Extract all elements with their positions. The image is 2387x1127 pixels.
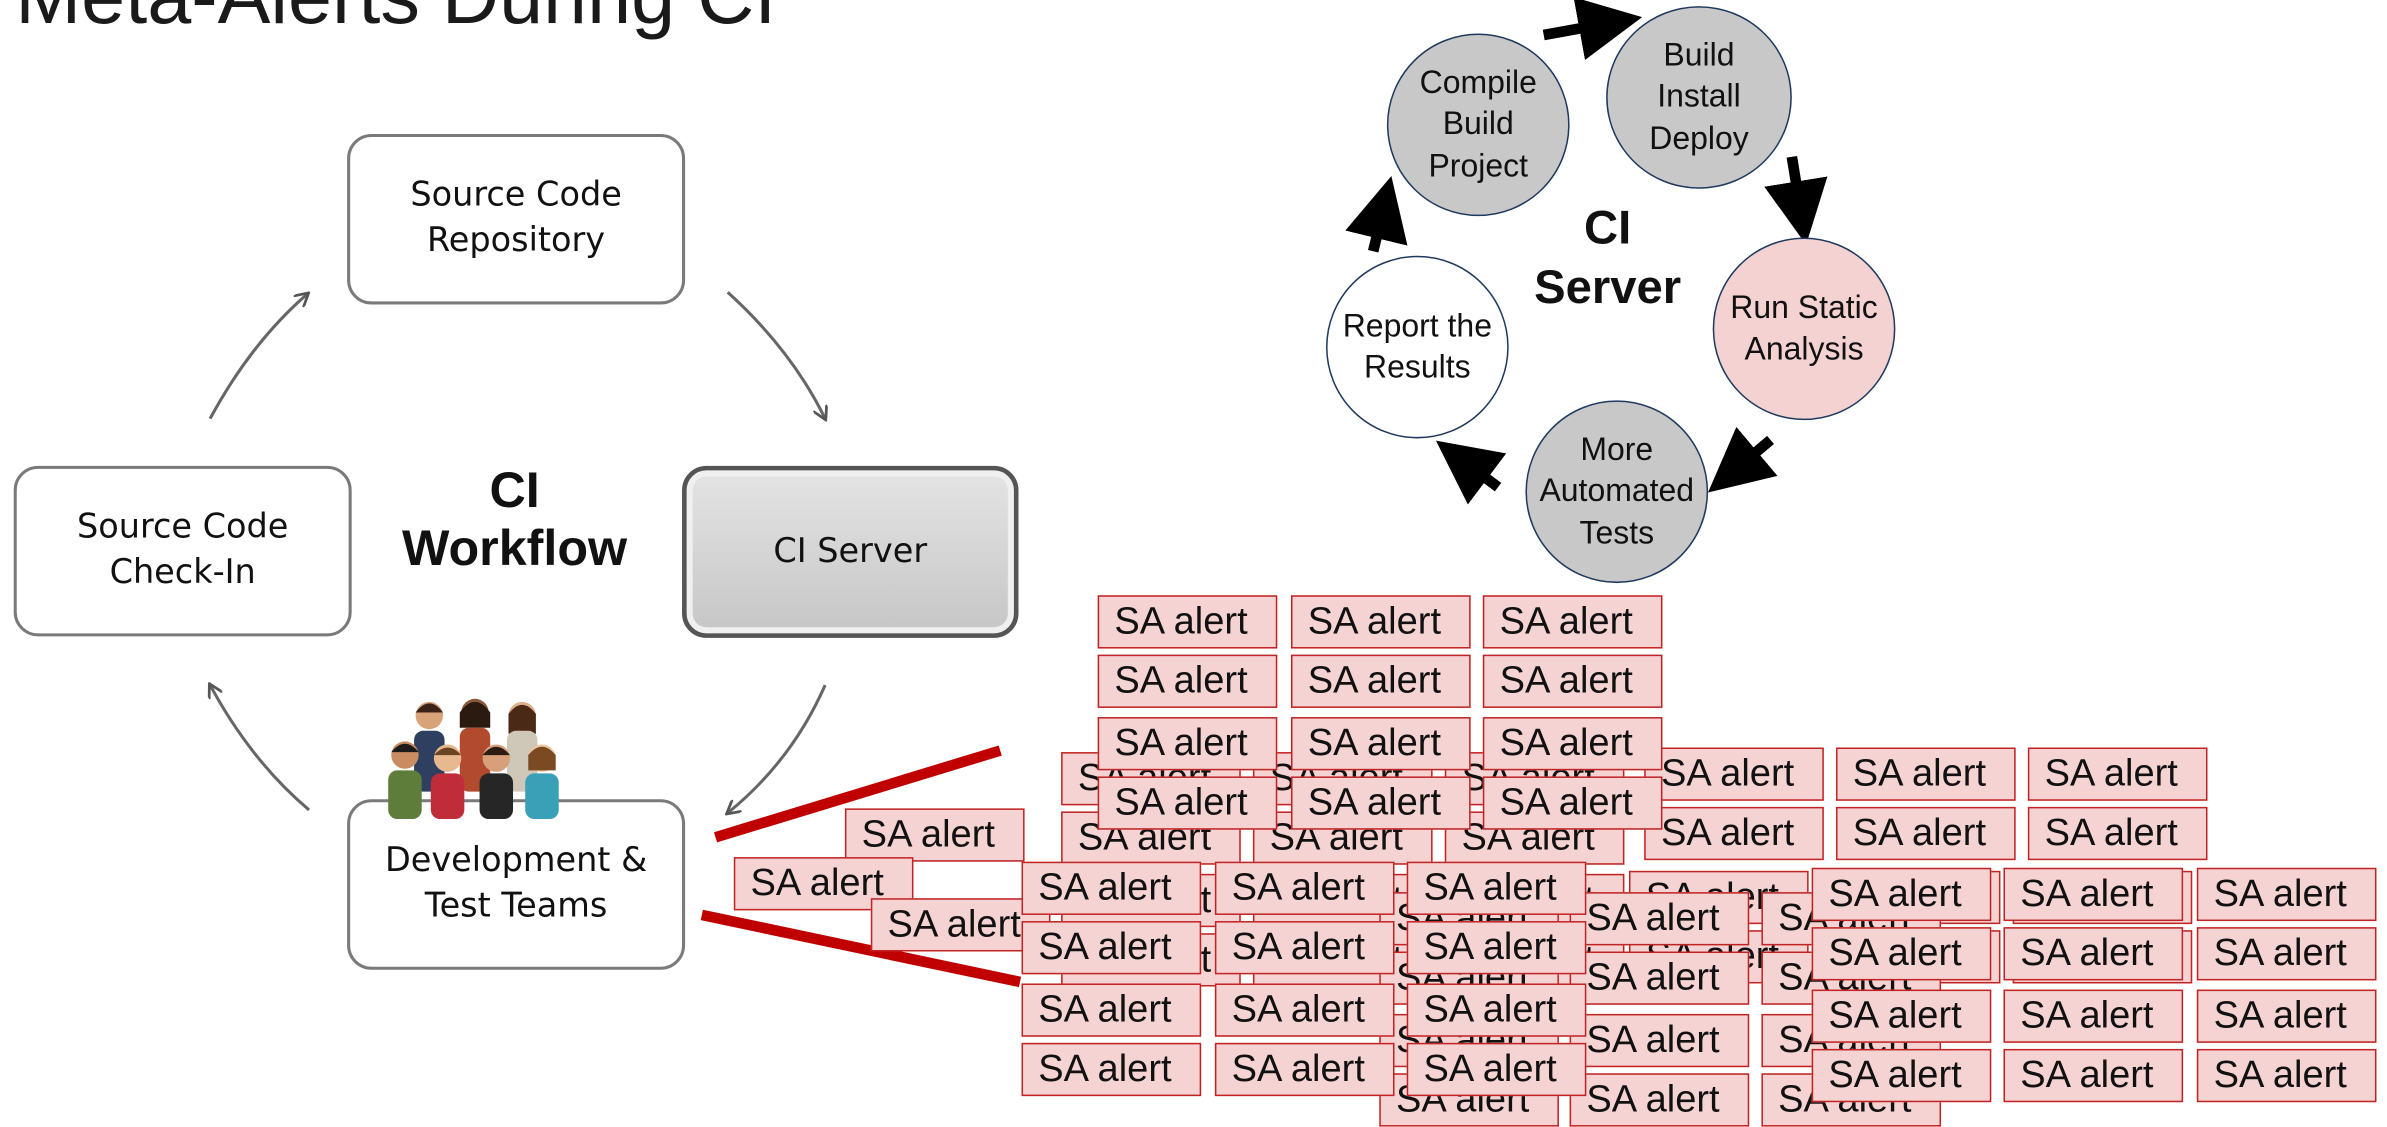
- sa-alert: SA alert: [1482, 654, 1663, 708]
- sa-alert: SA alert: [1406, 861, 1587, 915]
- sa-alert: SA alert: [1021, 861, 1202, 915]
- sa-alert: SA alert: [1836, 806, 2016, 861]
- sa-alert: SA alert: [1097, 717, 1278, 771]
- step-report-label: Report the Results: [1342, 308, 1492, 386]
- ci-server-heading: CI Server: [1534, 200, 1682, 314]
- step-build-label: Build Install Deploy: [1649, 38, 1749, 157]
- step-run-static-analysis: Run Static Analysis: [1712, 237, 1896, 421]
- step-compile-build-project: Compile Build Project: [1386, 33, 1570, 217]
- sa-alert: SA alert: [2003, 1048, 2184, 1103]
- step-tests-label: More Automated Tests: [1539, 432, 1695, 551]
- red-line-upper: [713, 745, 1002, 843]
- arrow-compile-to-build: [1542, 0, 1643, 61]
- source-code-repository-box: Source Code Repository: [347, 133, 686, 305]
- sa-alert: SA alert: [1097, 776, 1278, 830]
- sa-alert: SA alert: [1021, 921, 1202, 975]
- sa-alert: SA alert: [2027, 806, 2208, 861]
- sa-alert: SA alert: [1097, 654, 1278, 708]
- step-static-label: Run Static Analysis: [1730, 290, 1878, 367]
- sa-alert: SA alert: [1644, 747, 1824, 801]
- arrow-tests-to-report: [1435, 440, 1507, 505]
- sa-alert: SA alert: [1097, 595, 1278, 649]
- sa-alert: SA alert: [2003, 927, 2184, 981]
- red-line-lower: [700, 909, 1022, 988]
- sa-alert: SA alert: [1482, 595, 1663, 649]
- sa-alert: SA alert: [1214, 1042, 1395, 1097]
- sa-alert: SA alert: [1569, 951, 1750, 1005]
- source-code-checkin-box: Source Code Check-In: [13, 465, 352, 637]
- sa-alert: SA alert: [1290, 776, 1471, 830]
- sa-alert: SA alert: [1569, 1013, 1750, 1068]
- arrow-repo-to-server: [726, 291, 825, 418]
- workflow-arrows: [0, 0, 1066, 1066]
- arrow-build-to-static: [1764, 155, 1828, 245]
- sa-alert: SA alert: [1021, 1042, 1202, 1097]
- sa-alert: SA alert: [1290, 595, 1471, 649]
- ci-workflow-heading: CI Workflow: [401, 461, 628, 576]
- sa-alert: SA alert: [1214, 983, 1395, 1037]
- sa-alert: SA alert: [1811, 1048, 1992, 1103]
- arrow-report-to-compile: [1345, 175, 1408, 253]
- step-more-automated-tests: More Automated Tests: [1525, 400, 1709, 584]
- sa-alert: SA alert: [1482, 717, 1663, 771]
- sa-alert: SA alert: [1811, 989, 1992, 1043]
- alert-flow-lines: [700, 745, 1022, 988]
- sa-alert: SA alert: [1406, 921, 1587, 975]
- slide-title: Meta-Alerts During CI: [15, 0, 776, 37]
- arrow-teams-to-checkin: [210, 685, 311, 812]
- sa-alert: SA alert: [1569, 1073, 1750, 1127]
- sa-alert: SA alert: [1214, 921, 1395, 975]
- sa-alert: SA alert: [1406, 983, 1587, 1037]
- sa-alert: SA alert: [1406, 1042, 1587, 1097]
- checkin-label: Source Code Check-In: [76, 508, 289, 593]
- ci-server-box: CI Server: [682, 465, 1019, 638]
- step-build-install-deploy: Build Install Deploy: [1606, 6, 1792, 189]
- sa-alert: SA alert: [2003, 867, 2184, 922]
- sa-alert: SA alert: [1290, 717, 1471, 771]
- sa-alert: SA alert: [733, 857, 914, 911]
- sa-alert: SA alert: [1836, 747, 2016, 801]
- arrow-server-to-teams: [728, 684, 827, 813]
- sa-alert: SA alert: [2003, 989, 2184, 1043]
- sa-alert: SA alert: [2196, 927, 2377, 981]
- repository-label: Source Code Repository: [410, 176, 622, 261]
- sa-alert: SA alert: [2196, 1048, 2377, 1103]
- sa-alert: SA alert: [870, 898, 1051, 952]
- team-people-icon: [388, 698, 559, 820]
- teams-label: Development & Test Teams: [384, 842, 648, 926]
- sa-alert: SA alert: [1811, 927, 1992, 981]
- sa-alert: SA alert: [1644, 806, 1824, 861]
- sa-alert: SA alert: [1482, 776, 1663, 830]
- sa-alert: SA alert: [1290, 654, 1471, 708]
- arrow-checkin-to-repo: [208, 294, 307, 420]
- sa-alert: SA alert: [844, 808, 1025, 862]
- sa-alert: SA alert: [1214, 861, 1395, 915]
- arrow-static-to-tests: [1708, 426, 1778, 493]
- sa-alert: SA alert: [1569, 892, 1750, 946]
- dev-test-teams-box: Development & Test Teams: [347, 799, 686, 970]
- step-report-results: Report the Results: [1326, 255, 1509, 439]
- sa-alert: SA alert: [2027, 747, 2208, 801]
- sa-alert: SA alert: [1021, 983, 1202, 1037]
- sa-alert: SA alert: [2196, 867, 2377, 922]
- step-compile-label: Compile Build Project: [1419, 65, 1537, 184]
- sa-alert: SA alert: [1811, 867, 1992, 922]
- ci-server-label: CI Server: [773, 532, 928, 571]
- sa-alert: SA alert: [2196, 989, 2377, 1043]
